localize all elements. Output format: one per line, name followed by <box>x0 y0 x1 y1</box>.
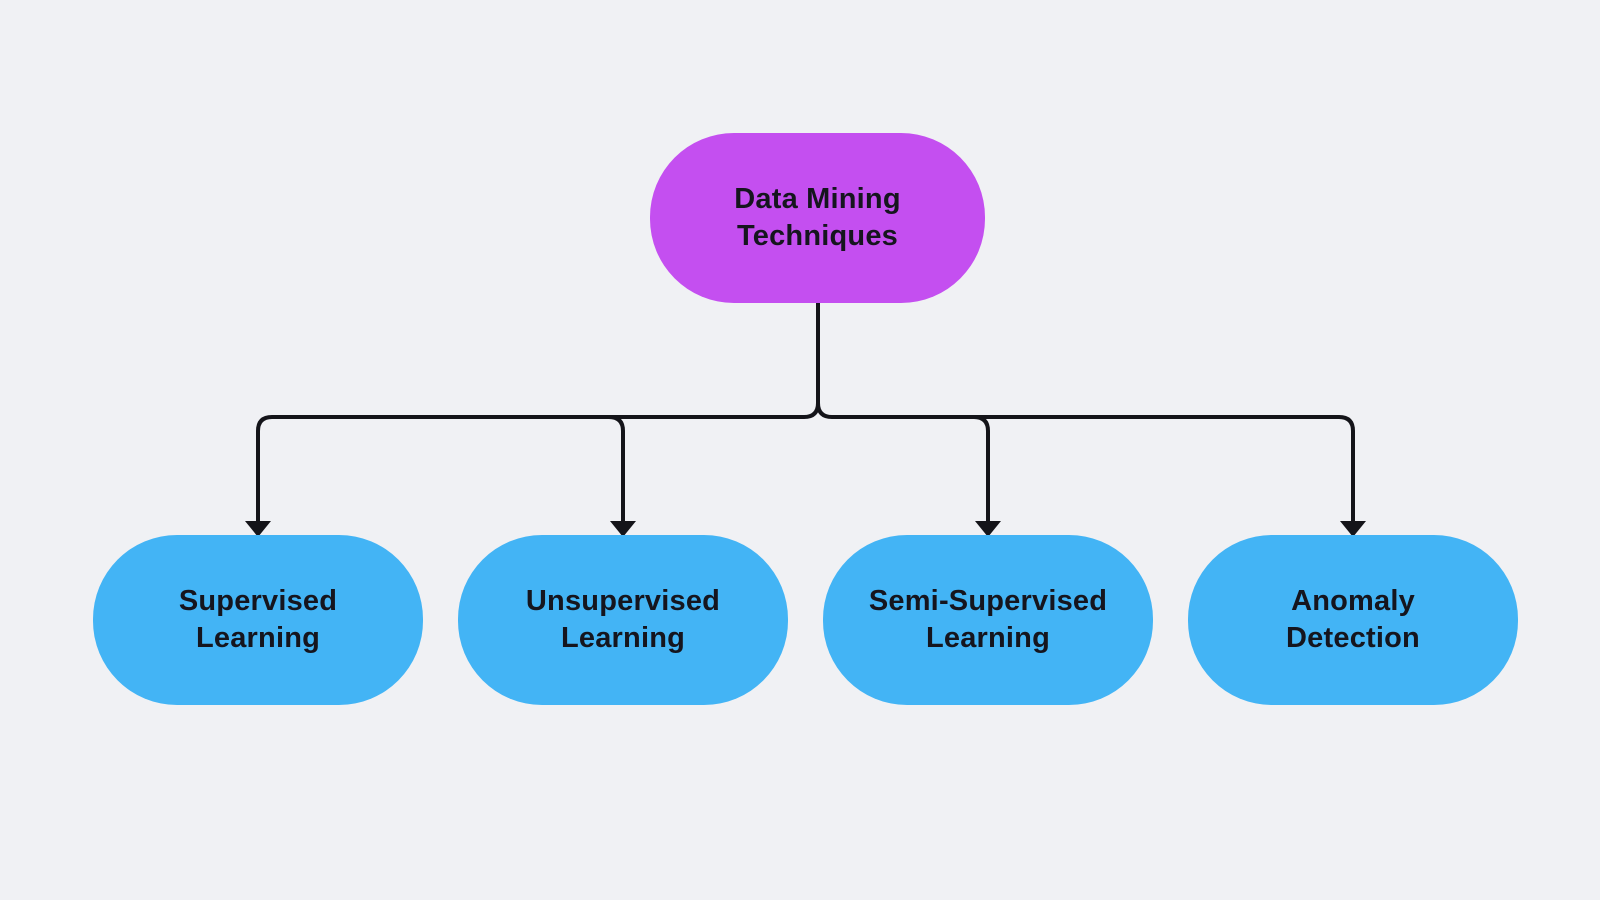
node-label-line: Unsupervised <box>525 585 721 617</box>
node-label-line: Supervised <box>178 585 338 617</box>
arrowhead-icon <box>610 521 636 537</box>
node-unsupervised-learning: Unsupervised Learning <box>458 535 788 705</box>
node-label-line: Learning <box>195 622 321 654</box>
node-label-line: Semi-Supervised <box>868 585 1108 617</box>
connector-branch-3 <box>972 415 990 526</box>
node-label-line: Detection <box>1286 622 1420 654</box>
node-label: Anomaly Detection <box>1286 583 1420 657</box>
node-label: Unsupervised Learning <box>526 583 720 657</box>
node-label: Semi-Supervised Learning <box>869 583 1107 657</box>
connector-branch-2 <box>607 415 625 526</box>
arrowhead-icon <box>245 521 271 537</box>
arrowhead-icon <box>975 521 1001 537</box>
node-data-mining-techniques: Data Mining Techniques <box>650 133 985 303</box>
connector-root-to-right-branch <box>816 301 1355 526</box>
connector-root-to-left-branch <box>256 301 820 526</box>
node-anomaly-detection: Anomaly Detection <box>1188 535 1518 705</box>
node-semi-supervised-learning: Semi-Supervised Learning <box>823 535 1153 705</box>
node-label-line: Techniques <box>737 220 898 252</box>
node-supervised-learning: Supervised Learning <box>93 535 423 705</box>
node-label: Supervised Learning <box>179 583 337 657</box>
arrowhead-icon <box>1340 521 1366 537</box>
node-label-line: Anomaly <box>1291 585 1415 617</box>
node-label-line: Data Mining <box>734 183 901 215</box>
node-label-line: Learning <box>925 622 1051 654</box>
node-label-line: Learning <box>560 622 686 654</box>
node-label: Data Mining Techniques <box>734 181 901 255</box>
